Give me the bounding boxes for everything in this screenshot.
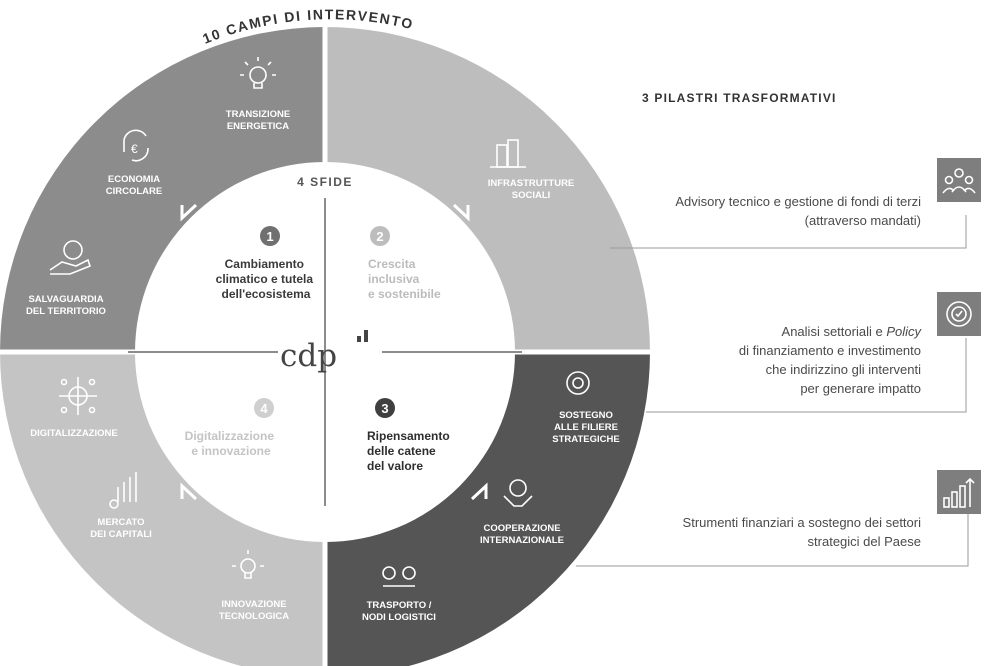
bracket-top-left [180,203,198,222]
pillar-2-line-2: di finanziamento e investimento [738,343,921,358]
gear-check-icon [937,292,981,336]
cdp-logo: cdp [280,330,368,374]
hands-globe-icon [503,479,533,507]
gear-target-icon [566,371,590,395]
bracket-bottom-right [470,482,488,501]
pillar-2-line-4: per generare impatto [800,381,921,396]
pillar-1-line-2: (attraverso mandati) [804,213,921,228]
challenge-2-badge [370,226,390,246]
challenge-1-label: Cambiamento climatico e tutela dell'ecos… [216,257,317,301]
challenge-1-badge [260,226,280,246]
challenge-3-label: Ripensamento delle catene del valore [367,429,453,473]
pillar-3-line-1: Strumenti finanziari a sostegno dei sett… [682,515,921,530]
field-icons: € [49,57,590,587]
challenge-1-number: 1 [266,229,273,244]
challenge-3: 3 Ripensamento delle catene del valore [367,398,453,473]
people-group-icon [937,158,981,202]
bracket-bottom-left [180,482,198,501]
pillar-2-text: Analisi settoriali e Policy di finanziam… [739,322,921,398]
bracket-markers [180,203,488,501]
pillar-2-line-3: che indirizzino gli interventi [765,362,921,377]
pillar-3-text: Strumenti finanziari a sostegno dei sett… [683,513,921,551]
buildings-icon [490,139,526,168]
challenge-3-badge [375,398,395,418]
svg-text:€: € [131,142,138,156]
challenge-1: 1 Cambiamento climatico e tutela dell'ec… [216,226,317,301]
bar-chart-arrow-icon [937,470,981,514]
bracket-top-right [452,203,470,222]
pillar-1-line-1: Advisory tecnico e gestione di fondi di … [675,194,921,209]
recycle-euro-icon: € [123,129,149,162]
challenge-4-number: 4 [260,401,268,416]
pillar-2-line-1: Analisi settoriali e Policy [781,324,921,339]
challenge-4-badge [254,398,274,418]
logo-bar-small [357,336,361,342]
lightbulb-icon [240,57,276,89]
hand-globe-icon [49,240,91,275]
pillars-title: 3 PILASTRI TRASFORMATIVI [642,91,837,105]
challenge-2-label: Crescita inclusiva e sostenibile [368,257,441,301]
pillar-3-line-2: strategici del Paese [807,534,921,549]
logo-text: cdp [280,338,337,374]
challenge-2-number: 2 [376,229,383,244]
network-globe-icon [59,377,97,415]
pillar-1-text: Advisory tecnico e gestione di fondi di … [675,192,921,230]
challenge-3-number: 3 [381,401,388,416]
challenge-2: 2 Crescita inclusiva e sostenibile [368,226,441,301]
lightbulb-idea-icon [232,550,264,579]
connector-2 [646,338,967,413]
connector-1 [610,215,967,249]
field-trasporto-nodi: TRASPORTO /NODI LOGISTICI [362,600,436,623]
pillar-connectors [576,215,969,567]
challenge-4-label: Digitalizzazione e innovazione [185,429,278,458]
route-pins-icon [382,566,416,587]
sfide-title: 4 SFIDE [297,175,353,189]
chart-coins-icon [109,472,137,509]
challenge-4: 4 Digitalizzazione e innovazione [185,398,278,458]
field-digitalizzazione: DIGITALIZZAZIONE [30,428,117,439]
connector-3 [576,512,969,567]
logo-bar-tall [364,330,368,342]
